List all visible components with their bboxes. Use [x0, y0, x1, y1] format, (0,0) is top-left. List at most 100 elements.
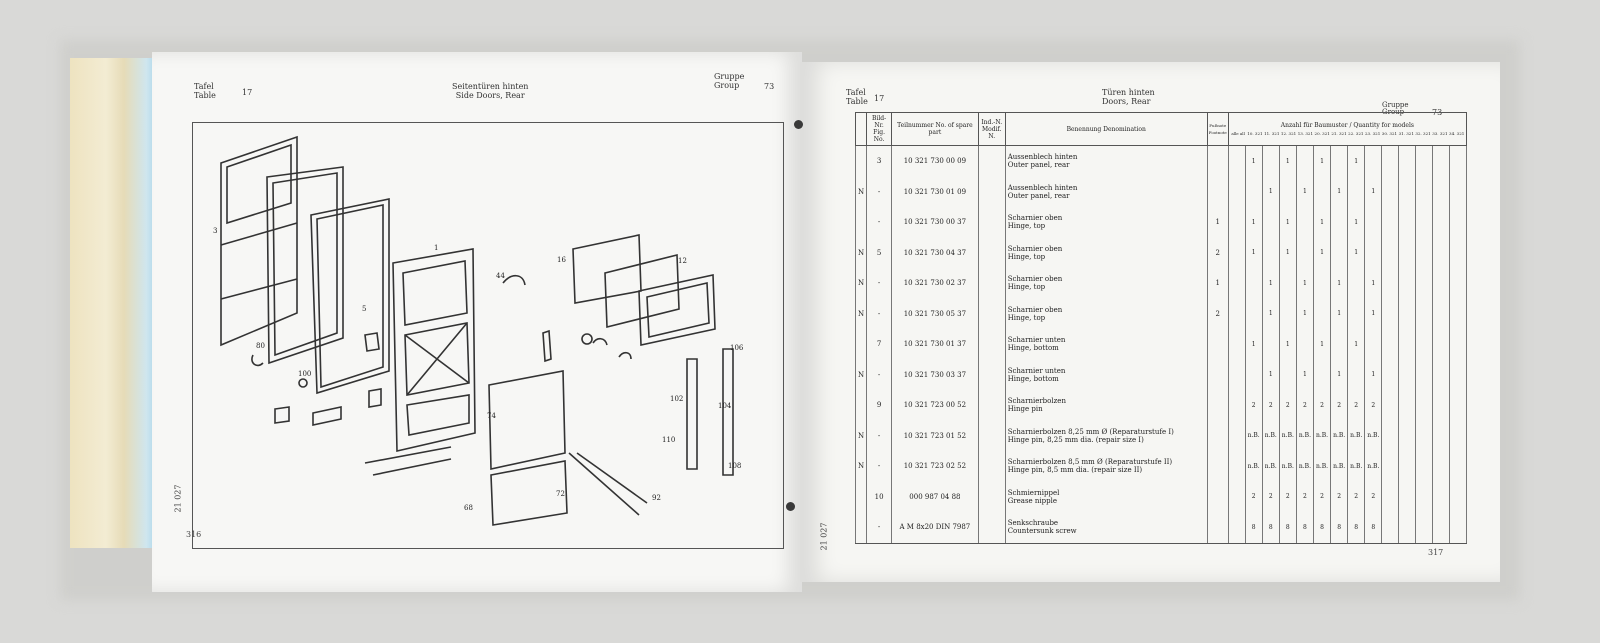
- modification-cell: [977, 481, 1006, 512]
- quantity-cell: [1415, 298, 1434, 329]
- callout-108: 108: [728, 462, 742, 470]
- quantity-cell: [1398, 359, 1417, 390]
- new-flag-cell: N: [854, 451, 868, 482]
- quantity-cell: [1295, 329, 1314, 360]
- quantity-cell: 8: [1312, 512, 1332, 544]
- callout-3: 3: [213, 227, 218, 235]
- callout-106: 106: [730, 344, 744, 352]
- quantity-cell: [1330, 329, 1349, 360]
- quantity-cell: 1: [1312, 329, 1332, 360]
- quantity-cell: [1278, 359, 1297, 390]
- callout-104: 104: [718, 402, 732, 410]
- denomination-german: Scharnier oben: [1007, 275, 1063, 284]
- fig-number-cell: -: [866, 512, 893, 544]
- quantity-cell: [1432, 390, 1450, 421]
- quantity-cell: [1432, 176, 1450, 207]
- left-table-number: 17: [242, 88, 253, 97]
- quantity-cell: 1: [1347, 207, 1366, 238]
- new-flag-cell: [854, 207, 868, 238]
- quantity-cell: [1227, 390, 1246, 421]
- quantity-cell: [1261, 207, 1280, 238]
- callout-1: 1: [434, 244, 439, 252]
- quantity-cell: [1415, 268, 1434, 299]
- quantity-cell: 1: [1330, 268, 1349, 299]
- quantity-cell: n.B.: [1330, 451, 1349, 482]
- denomination-german: Scharnier oben: [1007, 214, 1063, 223]
- denomination-english: Hinge pin: [1007, 405, 1043, 414]
- quantity-cell: [1261, 237, 1280, 268]
- quantity-cell: [1432, 207, 1450, 238]
- quantity-cell: [1415, 420, 1434, 451]
- new-flag-cell: N: [854, 176, 868, 207]
- quantity-cell: [1448, 237, 1468, 268]
- quantity-cell: [1381, 298, 1400, 329]
- quantity-cell: [1381, 268, 1400, 299]
- quantity-cell: [1432, 298, 1450, 329]
- quantity-cell: [1364, 237, 1383, 268]
- col-part: Teilnummer No. of spare part: [891, 112, 979, 146]
- left-group-number: 73: [764, 82, 775, 91]
- quantity-cell: [1448, 268, 1468, 299]
- quantity-cell: 2: [1312, 390, 1332, 421]
- quantity-cell: n.B.: [1330, 420, 1349, 451]
- quantity-cell: [1398, 329, 1417, 360]
- denomination-english: Hinge, top: [1007, 252, 1046, 261]
- quantity-cell: n.B.: [1347, 420, 1366, 451]
- col-quantity-header: Anzahl für Baumuster / Quantity for mode…: [1227, 112, 1468, 146]
- quantity-cell: [1227, 176, 1246, 207]
- new-flag-cell: N: [854, 298, 868, 329]
- quantity-cell: [1244, 268, 1263, 299]
- modification-cell: [977, 451, 1006, 482]
- fig-number-cell: -: [866, 298, 893, 329]
- quantity-cell: 1: [1244, 329, 1263, 360]
- quantity-cell: [1398, 237, 1417, 268]
- quantity-cell: 1: [1295, 359, 1314, 390]
- modification-cell: [977, 176, 1006, 207]
- modification-cell: [977, 207, 1006, 238]
- callout-92: 92: [652, 494, 661, 502]
- fig-number-cell: 3: [866, 145, 893, 177]
- quantity-cell: [1227, 451, 1246, 482]
- new-flag-cell: [854, 145, 868, 177]
- quantity-cell: [1415, 207, 1434, 238]
- quantity-cell: 1: [1244, 237, 1263, 268]
- modification-cell: [977, 298, 1006, 329]
- modification-cell: [977, 329, 1006, 360]
- quantity-cell: n.B.: [1295, 451, 1314, 482]
- quantity-cell: n.B.: [1244, 420, 1263, 451]
- new-flag-cell: [854, 481, 868, 512]
- spare-parts-table: Bild-Nr. Fig. No. Teilnummer No. of spar…: [854, 112, 1468, 544]
- quantity-cell: 1: [1312, 237, 1332, 268]
- denomination-english: Hinge, top: [1007, 283, 1046, 292]
- quantity-cell: 1: [1330, 359, 1349, 390]
- quantity-cell: [1295, 237, 1314, 268]
- quantity-cell: [1448, 390, 1468, 421]
- quantity-cell: 1: [1347, 237, 1366, 268]
- left-side-code: 21 027: [173, 484, 183, 513]
- callout-102: 102: [670, 395, 684, 403]
- quantity-cell: 1: [1261, 359, 1280, 390]
- new-flag-cell: [854, 512, 868, 544]
- quantity-cell: [1312, 359, 1332, 390]
- quantity-cell: [1415, 329, 1434, 360]
- callout-68: 68: [464, 504, 473, 512]
- footnote-cell: [1206, 512, 1229, 544]
- quantity-cell: [1432, 481, 1450, 512]
- quantity-cell: [1227, 420, 1246, 451]
- quantity-cell: [1398, 420, 1417, 451]
- quantity-cell: 2: [1312, 481, 1332, 512]
- modification-cell: [977, 268, 1006, 299]
- quantity-cell: [1415, 390, 1434, 421]
- new-flag-cell: N: [854, 268, 868, 299]
- part-number-cell: 10 321 730 00 09: [891, 145, 979, 177]
